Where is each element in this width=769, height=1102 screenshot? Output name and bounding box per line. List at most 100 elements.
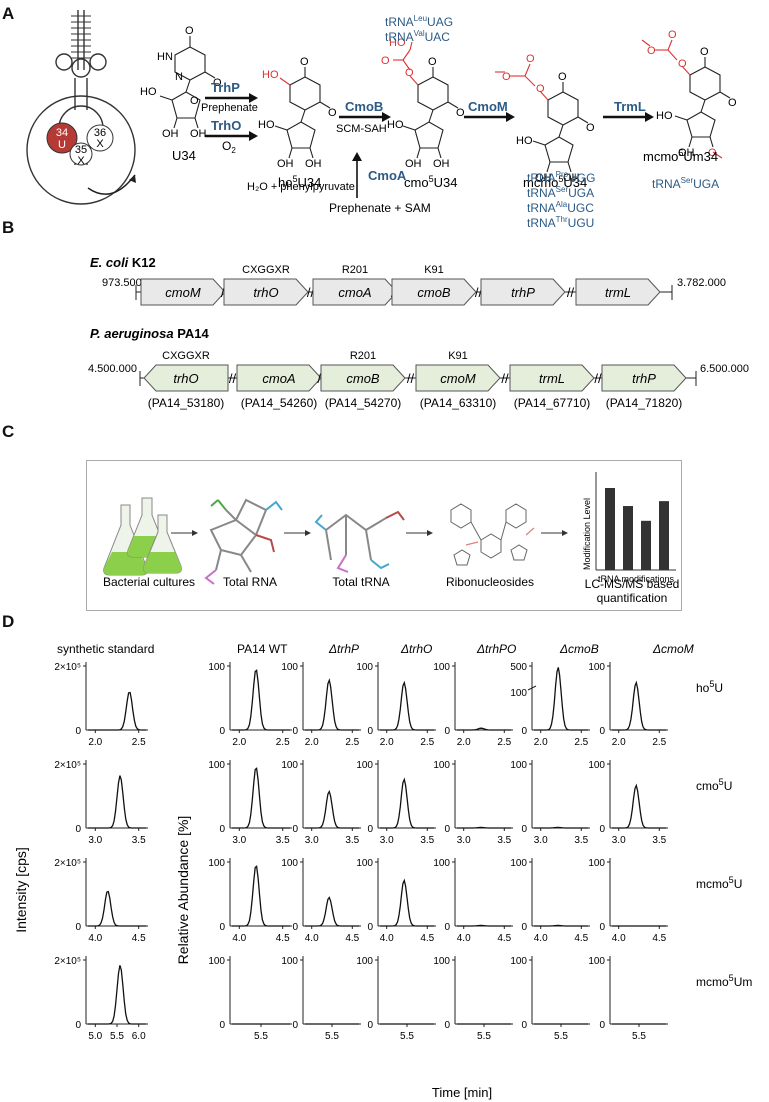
svg-text:O: O	[190, 95, 199, 107]
ytick-zero: 0	[75, 824, 81, 835]
row-label-1: cmo5U	[696, 777, 732, 793]
xtick: 4.5	[574, 933, 588, 944]
svg-text:O: O	[708, 147, 717, 159]
ytick-top: 100	[433, 662, 450, 673]
svg-text:OH: OH	[162, 128, 179, 140]
trhp-label: TrhP	[211, 80, 240, 95]
peak-trace	[305, 896, 359, 927]
u34-label: U34	[172, 148, 196, 163]
svg-text:HO: HO	[140, 86, 157, 98]
gene-arrow-cmoM	[140, 278, 226, 306]
peak-trace	[232, 865, 290, 927]
col-title-0: synthetic standard	[57, 642, 154, 656]
svg-text:HO: HO	[387, 119, 404, 131]
gene-arrow-trmL	[509, 364, 595, 392]
svg-text:OH: OH	[678, 147, 695, 159]
ytick-top: 100	[281, 662, 298, 673]
ytick-zero: 0	[292, 726, 298, 737]
locus-cmoB: (PA14_54270)	[325, 396, 402, 410]
peak-trace	[88, 691, 146, 731]
locus-cmoA: (PA14_54260)	[241, 396, 318, 410]
panel-a-figure: 34 U 35 X 36 X O HN O N HO O OH OH U34 T…	[26, 10, 737, 230]
svg-text:O: O	[300, 56, 309, 68]
svg-text:O: O	[428, 56, 437, 68]
ytick-zero: 0	[367, 726, 373, 737]
gene-annot-trhO: CXGGXR	[242, 264, 290, 276]
break-mark: //	[475, 285, 483, 300]
gene-annot-cmoB: K91	[424, 264, 444, 276]
mcmo5um34-label: mcmo5Um34	[643, 148, 718, 164]
xtick: 4.5	[652, 933, 666, 944]
svg-text:O: O	[678, 58, 687, 70]
ecoli-gene-track: cmoM//trhOCXGGXR//cmoAR201//cmoBK91//trh…	[140, 264, 661, 306]
ytick-zero: 0	[521, 824, 527, 835]
xtick: 2.5	[574, 737, 588, 748]
mini-bar-chart: Modification Level tRNA modifications	[582, 472, 676, 584]
ytick-zero: 0	[599, 726, 605, 737]
step-4-line1: LC-MS/MS based	[585, 577, 680, 591]
peak-trace	[88, 965, 146, 1025]
ytick-zero: 0	[219, 1020, 225, 1031]
trna-mid-list: tRNAProUGG tRNASerUGA tRNAAlaUGC tRNAThr…	[527, 170, 595, 230]
peak-trace	[380, 777, 434, 829]
col-title-1: PA14 WT	[237, 642, 288, 656]
svg-text:OH: OH	[405, 158, 422, 170]
break-mark: //	[307, 285, 315, 300]
scm-sah-label: SCM-SAH	[336, 123, 387, 135]
col-title-5: ΔcmoB	[559, 642, 599, 656]
svg-text:HO: HO	[389, 37, 406, 49]
svg-text:HN: HN	[157, 51, 173, 63]
xtick: 5.5	[254, 1031, 268, 1042]
peak-trace	[534, 924, 588, 927]
xtick: 4.0	[457, 933, 471, 944]
gene-label-trhP: trhP	[632, 371, 656, 386]
pa-end: 6.500.000	[700, 363, 749, 375]
svg-text:O: O	[700, 46, 709, 58]
peak-trace	[232, 669, 290, 731]
locus-trhO: (PA14_53180)	[148, 396, 225, 410]
svg-text:O: O	[647, 45, 656, 57]
break-mark: //	[407, 371, 415, 386]
xtick: 3.0	[380, 835, 394, 846]
ytick-zero: 0	[367, 1020, 373, 1031]
loop-35: 35	[75, 144, 87, 156]
ytick-top: 100	[208, 956, 225, 967]
step-1: Total RNA	[223, 575, 277, 589]
peak-trace	[380, 878, 434, 927]
row-label-0: ho5U	[696, 679, 723, 695]
svg-text:O: O	[456, 107, 465, 119]
gene-arrow-cmoA	[312, 278, 398, 306]
xtick: 4.5	[345, 933, 359, 944]
svg-text:O: O	[213, 77, 222, 89]
gene-annot-trhO: CXGGXR	[162, 350, 210, 362]
ytick-zero: 0	[219, 726, 225, 737]
xtick: 3.5	[497, 835, 511, 846]
svg-text:O: O	[381, 55, 390, 67]
xtick: 5.0	[88, 1031, 102, 1042]
trna-mid-0: tRNAProUGG	[527, 170, 595, 185]
gene-annot-cmoM: K91	[448, 350, 468, 362]
peak-trace	[457, 826, 511, 829]
gene-annot-cmoB: R201	[350, 350, 376, 362]
gene-label-cmoB: cmoB	[417, 285, 451, 300]
mini-bar-1	[623, 506, 633, 570]
ytick-zero: 0	[75, 922, 81, 933]
xtick: 4.0	[232, 933, 246, 944]
ytick-top: 100	[433, 858, 450, 869]
panel-letter-b: B	[2, 218, 15, 237]
ytick-top: 100	[588, 662, 605, 673]
xtick: 3.0	[232, 835, 246, 846]
svg-text:O: O	[526, 53, 535, 65]
ytick-top: 100	[208, 760, 225, 771]
ytick-zero: 0	[521, 922, 527, 933]
ytick-top: 100	[208, 858, 225, 869]
